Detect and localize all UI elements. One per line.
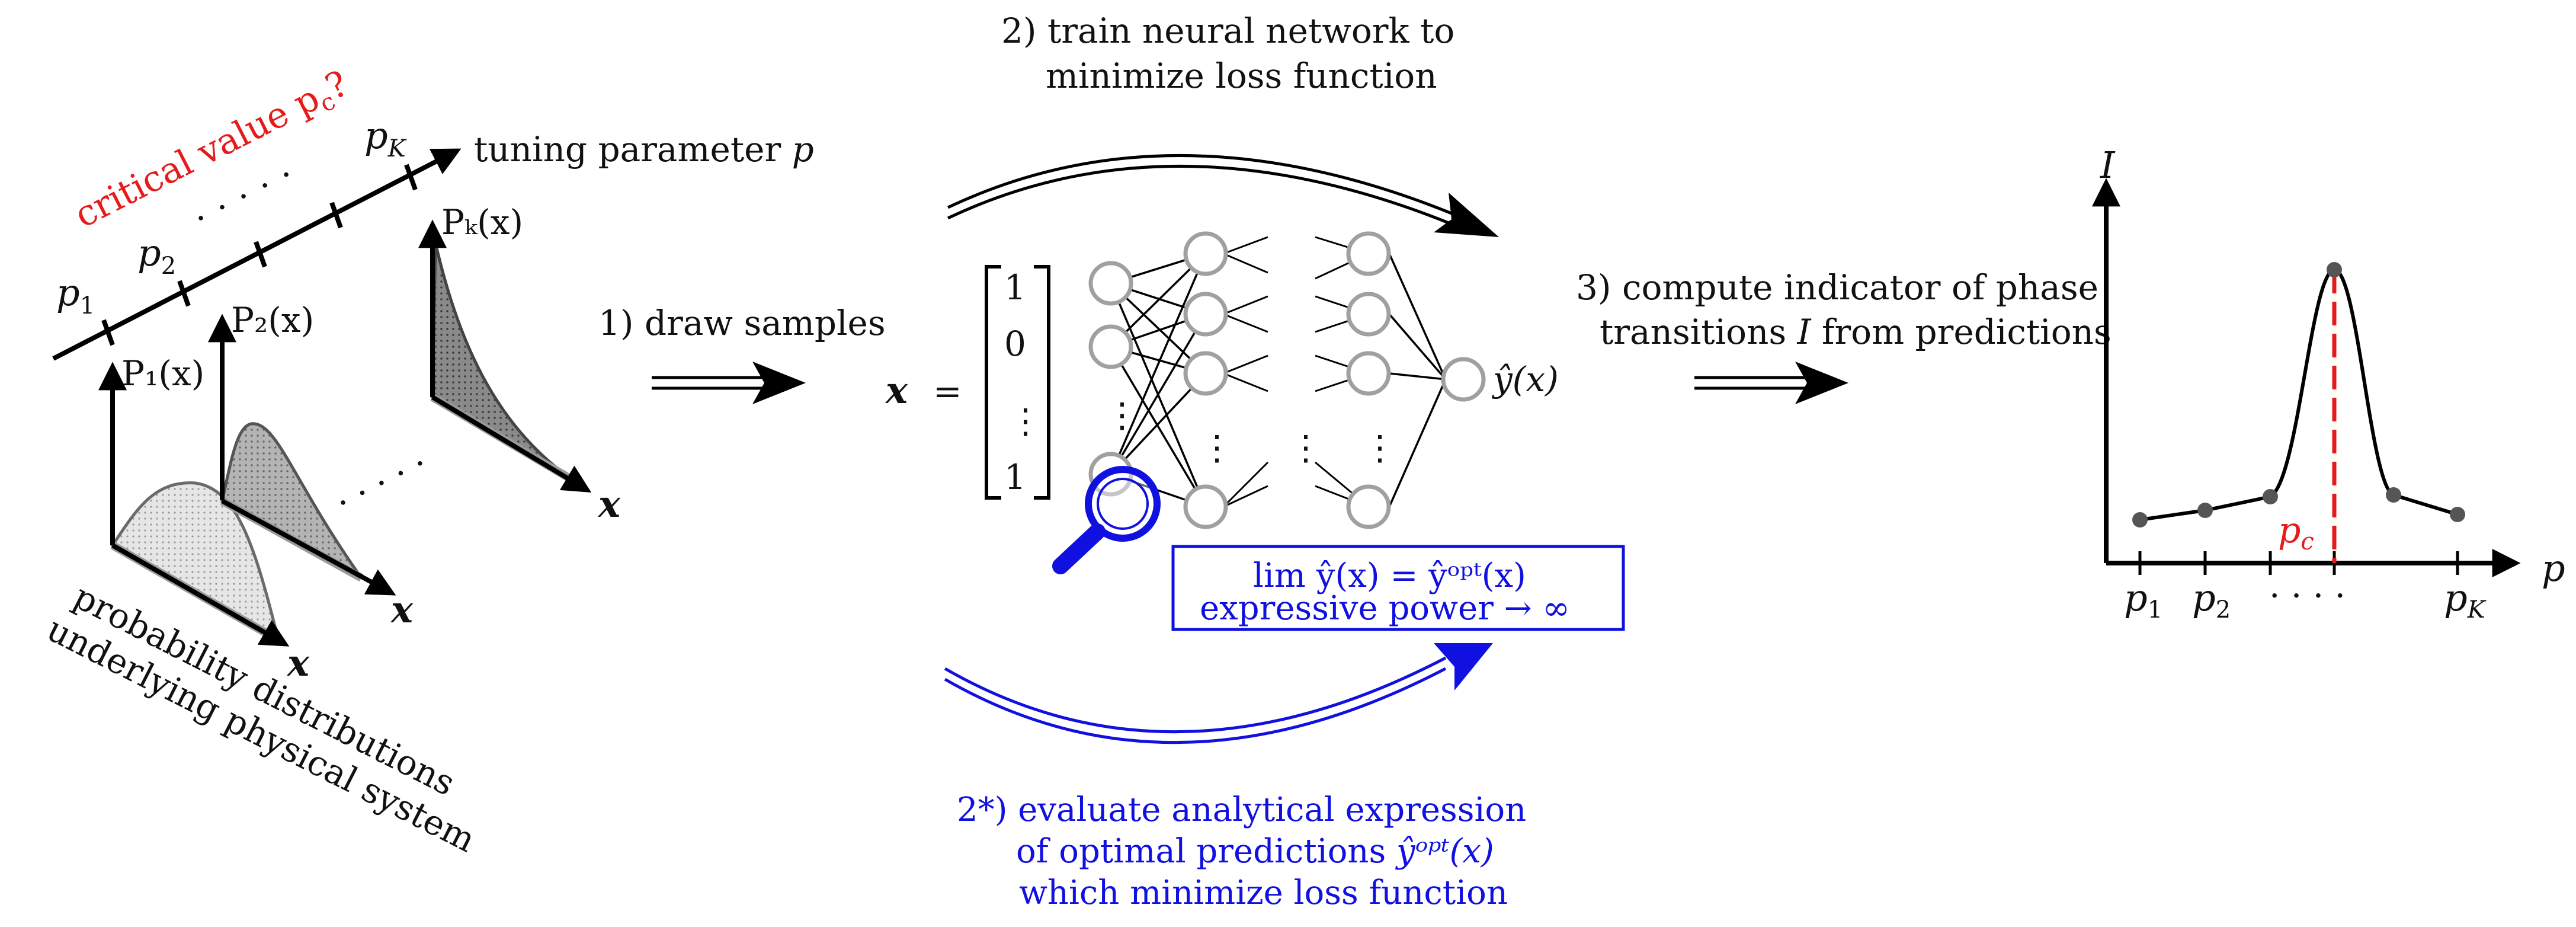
step-evaluate: 2*) evaluate analytical expression of op… <box>944 643 1526 912</box>
train-arrow-head <box>1434 193 1499 237</box>
vector-entry-1: 1 <box>1004 267 1026 308</box>
dist2-label: P₂(x) <box>231 300 314 340</box>
indicator-curve <box>2139 267 2458 522</box>
indicator-point <box>2132 512 2148 528</box>
hidden2-ellipsis: ⋮ <box>1363 427 1397 468</box>
input-node <box>1088 261 1133 306</box>
step-train: 2) train neural network to minimize loss… <box>947 11 1499 237</box>
tick-dots: · · · · <box>2269 576 2346 616</box>
caption-line2: underlying physical system <box>41 609 482 860</box>
tick-label-p2: p2 <box>2192 576 2231 624</box>
dist2-x-label: x <box>390 588 414 631</box>
edges-hidden2-output <box>1388 253 1447 507</box>
hidden1-node <box>1183 231 1228 276</box>
indicator-point <box>2197 503 2213 518</box>
vector-entry-2: 0 <box>1004 324 1026 364</box>
eval-line3: which minimize loss function <box>1019 874 1508 912</box>
hidden1-node <box>1183 351 1228 396</box>
train-line1: 2) train neural network to <box>1001 11 1454 51</box>
tick-mid1 <box>254 241 267 268</box>
distribution-p1: P₁(x) x <box>98 353 310 685</box>
left-panel: p1 p2 pK ····· critical value pc? tuning… <box>41 63 814 861</box>
dist1-x-label: x <box>286 641 310 685</box>
p1-label: p1 <box>56 271 95 319</box>
magnifier-icon <box>1052 466 1161 574</box>
tuning-parameter-axis <box>52 148 462 361</box>
indicator-point <box>2327 262 2342 277</box>
step-indicator: 3) compute indicator of phase transition… <box>1576 267 2112 404</box>
p2-label: p2 <box>137 231 176 280</box>
eval-line2: of optimal predictions ŷᵒᵖᵗ(x) <box>1016 832 1494 871</box>
hidden1-ellipsis: ⋮ <box>1200 427 1234 468</box>
output-label: ŷ(x) <box>1491 359 1559 399</box>
middle-ellipsis: ⋮ <box>1289 427 1323 468</box>
hidden1-node <box>1183 292 1228 337</box>
hidden2-node <box>1346 231 1391 276</box>
indicator-line1: 3) compute indicator of phase <box>1576 267 2098 308</box>
x-axis-label: p <box>2542 546 2565 590</box>
distribution-dots: ····· <box>329 438 443 523</box>
pc-label: pc <box>2278 510 2314 555</box>
distK-x-label: x <box>597 482 621 526</box>
eval-line1: 2*) evaluate analytical expression <box>957 791 1526 829</box>
indicator-point <box>2450 507 2465 522</box>
indicator-line2: transitions I from predictions <box>1600 312 2112 352</box>
vector-bracket-right <box>1034 265 1050 500</box>
hidden2-node <box>1346 351 1391 396</box>
indicator-arrow-head <box>1795 362 1848 404</box>
tick-label-pK: pK <box>2444 576 2487 624</box>
limit-box: lim ŷ(x) = ŷᵒᵖᵗ(x) expressive power → ∞ <box>1171 545 1625 631</box>
indicator-plot: I p p1 p2 · · · · pK pc <box>2092 143 2565 624</box>
neural-network: x = 1 0 ⋮ 1 <box>885 231 1625 631</box>
evaluate-arrow-head <box>1434 643 1493 691</box>
hidden2-node <box>1346 292 1391 337</box>
indicator-point <box>2386 487 2401 503</box>
dist1-label: P₁(x) <box>121 353 204 394</box>
tick-label-p1: p1 <box>2124 576 2162 624</box>
equals-sign: = <box>933 371 962 411</box>
limit-subscript: expressive power → ∞ <box>1200 589 1570 628</box>
output-node <box>1441 357 1486 402</box>
tuning-parameter-label: tuning parameter p <box>474 129 814 170</box>
hidden2-node <box>1346 484 1391 529</box>
limit-formula: lim ŷ(x) = ŷᵒᵖᵗ(x) <box>1253 557 1526 595</box>
hidden1-node <box>1183 484 1228 529</box>
vector-bracket-left <box>985 265 1001 500</box>
distribution-pK: Pₖ(x) x <box>418 202 621 526</box>
indicator-point <box>2263 489 2278 504</box>
draw-samples-label: 1) draw samples <box>598 303 886 343</box>
distK-label: Pₖ(x) <box>441 202 523 242</box>
train-line2: minimize loss function <box>1046 56 1437 96</box>
vector-entry-4: 1 <box>1004 457 1026 497</box>
pK-label: pK <box>364 114 407 162</box>
input-node <box>1088 324 1133 369</box>
y-axis-label: I <box>2100 143 2116 187</box>
input-x-label: x <box>885 369 908 412</box>
tick-mid2 <box>329 202 343 229</box>
step-draw-samples: 1) draw samples <box>598 303 886 404</box>
draw-arrow-head <box>752 362 806 404</box>
tick-pK <box>404 164 418 191</box>
tick-p1 <box>101 319 115 346</box>
vector-entry-3: ⋮ <box>1008 401 1043 441</box>
tick-p2 <box>177 280 191 307</box>
distribution-p2: P₂(x) x <box>208 300 414 631</box>
input-ellipsis: ⋮ <box>1105 395 1139 435</box>
